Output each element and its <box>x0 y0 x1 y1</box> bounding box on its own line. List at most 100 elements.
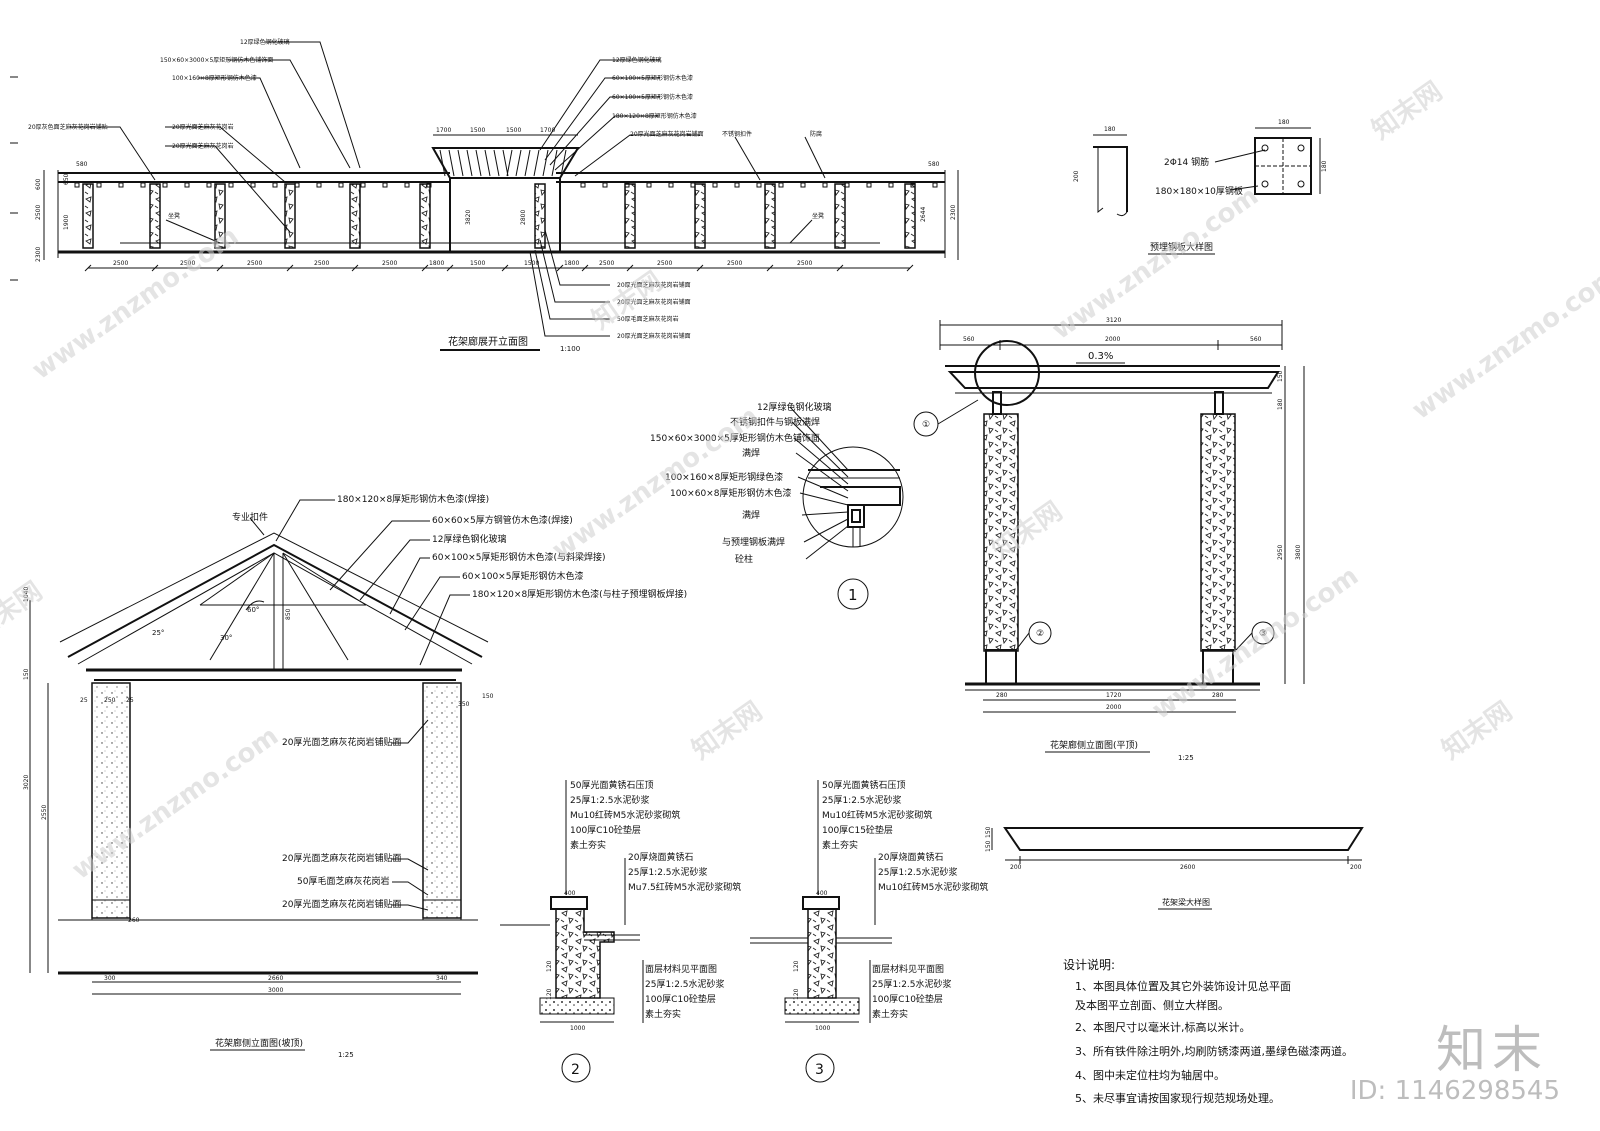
slope-leaders <box>249 499 470 911</box>
flat-bottom-total: 2000 <box>1106 704 1121 711</box>
beam-end <box>602 182 608 188</box>
layer-label: 素土夯实 <box>570 839 606 851</box>
roof-rib <box>466 149 473 177</box>
top-label-5: 20厚光面芝麻灰花岗岩 <box>172 123 234 131</box>
slope-label-9: 20厚光面芝麻灰花岗岩铺贴面 <box>282 852 401 864</box>
slope-label-5: 60×100×5厚矩形钢仿木色漆(与斜梁焊接) <box>432 551 605 563</box>
top-dim-text: 1700 <box>436 127 451 134</box>
note-4: 4、图中未定位柱均为轴居中。 <box>1075 1069 1225 1082</box>
flat-bottom-dim-1: 280 <box>996 692 1008 699</box>
flat-top-dim-2: 2000 <box>1105 336 1120 343</box>
layer-label: 100厚C10砼垫层 <box>872 993 943 1005</box>
layer-label: 20厚烧面黄锈石 <box>628 851 693 863</box>
watermark-tile: www.znzmo.com <box>27 221 244 386</box>
left-dim-4: 650 <box>63 173 70 185</box>
elevation-column <box>214 183 226 249</box>
slope-side-elevation: 180×120×8厚矩形钢仿木色漆(焊接) 专业扣件 60×60×5厚方钢管仿木… <box>23 493 687 1059</box>
roof-rib <box>551 149 558 177</box>
layer-label: 25厚1:2.5水泥砂浆 <box>570 794 650 806</box>
beam-end <box>74 182 80 188</box>
slope-label-1: 180×120×8厚矩形钢仿木色漆(焊接) <box>337 493 489 505</box>
top-dim-text: 1700 <box>540 127 555 134</box>
right-label-6: 不锈钢扣件 <box>722 130 752 138</box>
d3-dim-4: 120 <box>793 988 800 1000</box>
detail-1-labels: 12厚绿色钢化玻璃不锈钢扣件与钢板满焊150×60×3000×5厚矩形钢仿木色铺… <box>650 401 831 565</box>
slope-dim-15: 150 <box>482 693 494 700</box>
side-mark-right: 580 <box>928 161 940 168</box>
left-dimension-column: 600 2500 1900 650 2300 <box>35 170 70 262</box>
flat-bottom-dim-3: 280 <box>1212 692 1224 699</box>
roof-rib <box>484 149 491 177</box>
dim-tick <box>446 264 454 272</box>
slope-dim-9: 1040 <box>23 587 30 602</box>
right-dim-1: 2300 <box>950 205 957 220</box>
slope-dim-8: 3000 <box>268 987 283 994</box>
beam-end <box>360 182 366 188</box>
angle-1: 60° <box>247 606 259 614</box>
detail-1-label: 与预埋钢板满焊 <box>722 536 785 548</box>
layer-label: Mu7.5红砖M5水泥砂浆砌筑 <box>628 881 741 893</box>
dim-text: 2500 <box>314 260 329 267</box>
slope-label-4: 12厚绿色钢化玻璃 <box>432 533 506 545</box>
dim-tick <box>766 264 774 272</box>
sheet-border-marks <box>10 76 18 281</box>
beam-end <box>206 182 212 188</box>
beam-end <box>404 182 410 188</box>
slope-dim-11: 3020 <box>23 775 30 790</box>
dim-tick <box>556 264 564 272</box>
bottom-label-3: 50厚毛面芝麻灰花岗岩 <box>617 315 679 323</box>
dim-tick <box>286 264 294 272</box>
left-dim-1: 600 <box>35 178 42 190</box>
detail-1-label: 满焊 <box>742 509 760 521</box>
left-dim-3: 1900 <box>63 215 70 230</box>
watermark-tile: 知末网 <box>1367 76 1448 145</box>
layer-label: 100厚C10砼垫层 <box>645 993 716 1005</box>
dim-tick <box>216 264 224 272</box>
layer-label: 50厚光面黄锈石压顶 <box>822 779 905 791</box>
beam-end <box>140 182 146 188</box>
left-dim-2: 2500 <box>35 205 42 220</box>
top-label-1: 12厚绿色钢化玻璃 <box>240 38 290 46</box>
beam-end <box>272 182 278 188</box>
layer-label: 100厚C15砼垫层 <box>822 824 893 836</box>
right-dim-3: 3820 <box>465 210 472 225</box>
layer-label: 20厚烧面黄锈石 <box>878 851 943 863</box>
bench-tag-left: 坐凳 <box>168 212 180 220</box>
layer-label: Mu10红砖M5水泥砂浆砌筑 <box>570 809 680 821</box>
elevation-column <box>904 183 916 249</box>
flat-callout-1: ① <box>922 420 930 430</box>
note-1b: 及本图平立剖面、侧立大样图。 <box>1075 999 1229 1012</box>
beam-end <box>382 182 388 188</box>
steel-plate-detail: 180 200 2Φ14 钢筋 180×180×10厚钢板 180 180 预埋… <box>1073 119 1328 255</box>
beam-end <box>932 182 938 188</box>
beam-end <box>778 182 784 188</box>
right-label-5: 20厚光面芝麻灰花岗岩铺面 <box>630 130 704 138</box>
d2-dim-2: 400 <box>564 890 576 897</box>
watermark-tile: www.znzmo.com <box>1047 181 1264 346</box>
roof-rib <box>475 149 482 177</box>
flat-overall-dim: 3120 <box>1106 317 1121 324</box>
dim-text: 2500 <box>797 260 812 267</box>
beam-end <box>756 182 762 188</box>
beam-ends <box>74 182 938 188</box>
beam-end <box>624 182 630 188</box>
dim-text: 2500 <box>657 260 672 267</box>
detail-1-label: 满焊 <box>742 447 760 459</box>
roof-rib <box>448 149 455 177</box>
bottom-label-1: 20厚光面芝麻灰花岗岩铺面 <box>617 281 691 289</box>
plate-dim-2: 200 <box>1073 170 1080 182</box>
right-dim-4: 2800 <box>520 210 527 225</box>
beam-dim-3: 200 <box>1350 864 1362 871</box>
flat-bottom-dim-2: 1720 <box>1106 692 1121 699</box>
beam-end <box>800 182 806 188</box>
right-dim-2: 2644 <box>920 207 927 222</box>
left-dim-5: 2300 <box>35 247 42 262</box>
detail-2-marker: 2 <box>571 1062 580 1078</box>
slope-label-3: 60×60×5厚方钢管仿木色漆(焊接) <box>432 514 573 526</box>
plate-label-plate: 180×180×10厚钢板 <box>1155 185 1243 197</box>
roof-rib <box>506 149 513 177</box>
elevation-column <box>349 183 361 249</box>
dim-tick <box>151 264 159 272</box>
